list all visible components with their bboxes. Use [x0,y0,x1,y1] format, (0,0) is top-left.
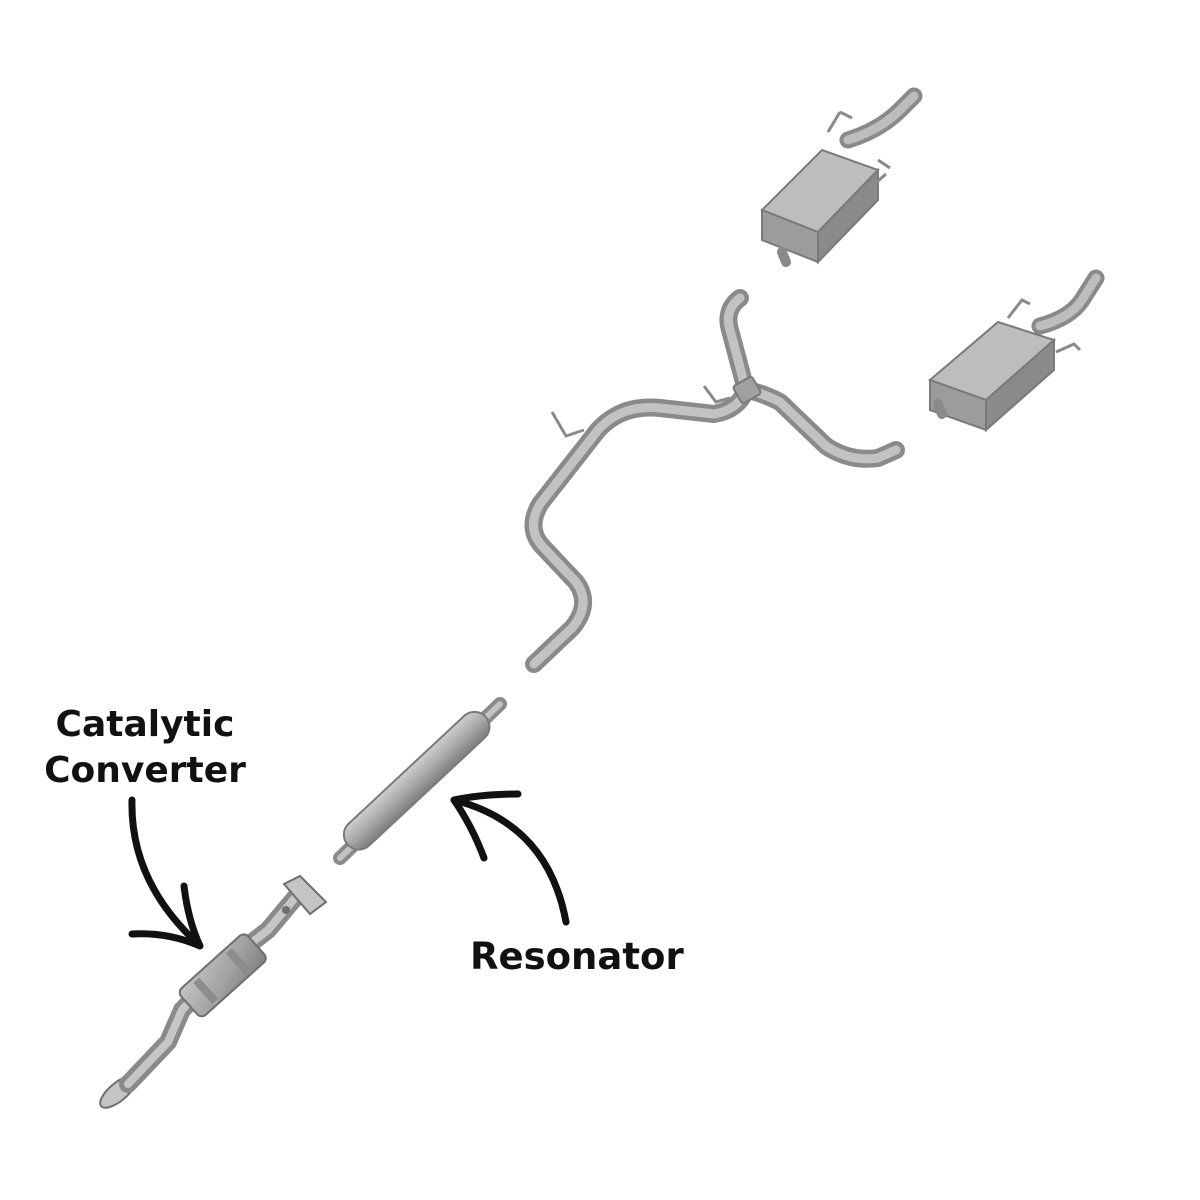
resonator [333,697,507,865]
catalytic-converter-label-line1: Catalytic [55,704,235,745]
arrow-catalytic-converter [128,796,204,950]
catalytic-converter-label-line2: Converter [44,750,246,791]
y-pipe [524,289,905,673]
catalytic-converter-label: Catalytic Converter [40,707,250,799]
catalytic-converter [99,874,328,1109]
arrow-resonator [450,790,570,926]
muffler-upper [760,87,923,267]
resonator-label: Resonator [470,935,684,978]
muffler-lower [928,269,1105,433]
